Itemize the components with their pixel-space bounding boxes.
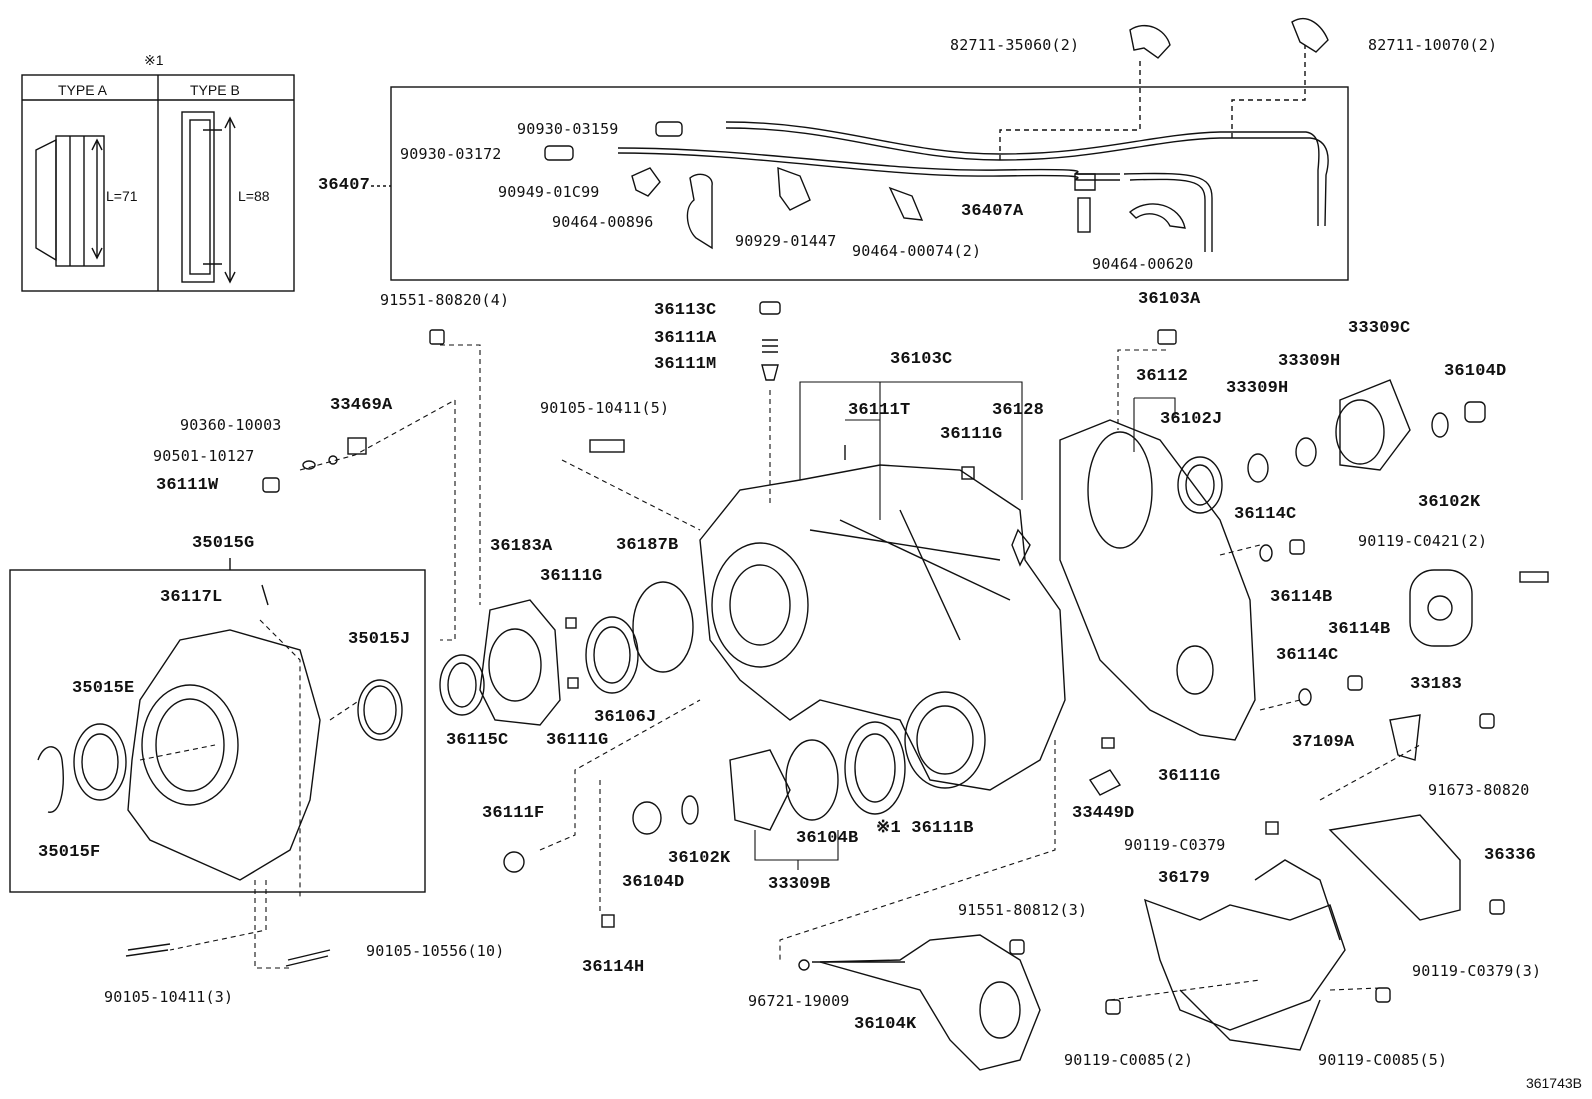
part-label: 33183 bbox=[1410, 675, 1463, 694]
part-label: 90105-10411(3) bbox=[104, 988, 234, 1006]
part-label: ※1 36111B bbox=[876, 819, 974, 838]
part-label: 36114B bbox=[1270, 588, 1333, 607]
part-label: 90119-C0421(2) bbox=[1358, 532, 1488, 550]
part-label: 90119-C0379 bbox=[1124, 836, 1226, 854]
part-label: 36102J bbox=[1160, 410, 1223, 429]
part-label: 36111W bbox=[156, 476, 219, 495]
part-label: 36111F bbox=[482, 804, 545, 823]
dashed-guides bbox=[139, 344, 1421, 1001]
part-label: 36179 bbox=[1158, 869, 1211, 888]
part-label: 91551-80820(4) bbox=[380, 291, 510, 309]
leader-lines bbox=[754, 381, 1176, 870]
part-label: 36114H bbox=[582, 958, 645, 977]
part-label: 35015F bbox=[38, 843, 101, 862]
part-label: 36407A bbox=[961, 202, 1024, 221]
part-label: 90929-01447 bbox=[735, 232, 837, 250]
part-label: 35015E bbox=[72, 679, 135, 698]
part-label: 36114C bbox=[1276, 646, 1339, 665]
inset-marker: ※1 bbox=[144, 52, 164, 68]
part-label: 90930-03172 bbox=[400, 145, 502, 163]
transfer-case-body bbox=[589, 301, 1066, 791]
part-label: 90949-01C99 bbox=[498, 183, 600, 201]
bolts bbox=[125, 943, 331, 967]
top-clips bbox=[1129, 17, 1329, 59]
part-label: 36115C bbox=[446, 731, 509, 750]
part-label: 91551-80812(3) bbox=[958, 901, 1088, 919]
part-label: 90930-03159 bbox=[517, 120, 619, 138]
part-label: 36103C bbox=[890, 350, 953, 369]
part-label: 90119-C0085(2) bbox=[1064, 1051, 1194, 1069]
extension-housing-group bbox=[9, 558, 426, 893]
part-label: 36104B bbox=[796, 829, 859, 848]
part-label: 91673-80820 bbox=[1428, 781, 1530, 799]
part-label: 36128 bbox=[992, 401, 1045, 420]
part-label: 36102K bbox=[668, 849, 731, 868]
part-label: 36117L bbox=[160, 588, 223, 607]
lower-components bbox=[503, 713, 1495, 928]
part-label: 36336 bbox=[1484, 846, 1537, 865]
part-label: 36104D bbox=[1444, 362, 1507, 381]
part-label: 96721-19009 bbox=[748, 992, 850, 1010]
part-label: 36114C bbox=[1234, 505, 1297, 524]
part-label: 90119-C0379(3) bbox=[1412, 962, 1542, 980]
part-label: 36111G bbox=[1158, 767, 1221, 786]
type-b-header: TYPE B bbox=[190, 82, 240, 98]
type-a-header: TYPE A bbox=[58, 82, 108, 98]
part-label: 36111G bbox=[540, 567, 603, 586]
part-label: 90105-10411(5) bbox=[540, 399, 670, 417]
part-label: 36183A bbox=[490, 537, 553, 556]
skid-guard bbox=[1105, 814, 1505, 1051]
part-label: 33309H bbox=[1278, 352, 1341, 371]
part-label: 90464-00074(2) bbox=[852, 242, 982, 260]
part-label: 36112 bbox=[1136, 367, 1189, 386]
part-label: 36111A bbox=[654, 329, 717, 348]
part-label: 33309B bbox=[768, 875, 831, 894]
part-label: 82711-10070(2) bbox=[1368, 36, 1498, 54]
part-label: 36407 bbox=[318, 176, 371, 195]
part-label: 33309H bbox=[1226, 379, 1289, 398]
part-label: 36111T bbox=[848, 401, 911, 420]
part-label: 37109A bbox=[1292, 733, 1355, 752]
front-components bbox=[262, 329, 694, 726]
rear-cover bbox=[1059, 329, 1549, 741]
type-a-length: L=71 bbox=[106, 188, 138, 204]
part-label: 36111G bbox=[546, 731, 609, 750]
part-label: 90464-00620 bbox=[1092, 255, 1194, 273]
part-label: 35015G bbox=[192, 534, 255, 553]
part-label: 33309C bbox=[1348, 319, 1411, 338]
part-label: 90464-00896 bbox=[552, 213, 654, 231]
part-label: 82711-35060(2) bbox=[950, 36, 1080, 54]
part-label: 36111M bbox=[654, 355, 717, 374]
part-label: 90360-10003 bbox=[180, 416, 282, 434]
part-label: 36106J bbox=[594, 708, 657, 727]
part-label: 36102K bbox=[1418, 493, 1481, 512]
seal-type-inset bbox=[21, 74, 295, 292]
type-b-length: L=88 bbox=[238, 188, 270, 204]
part-label: 36103A bbox=[1138, 290, 1201, 309]
diagram-reference-number: 361743B bbox=[1525, 1075, 1582, 1091]
part-label: 36111G bbox=[940, 425, 1003, 444]
part-label: 90501-10127 bbox=[153, 447, 255, 465]
part-label: 33449D bbox=[1072, 804, 1135, 823]
part-label: 36113C bbox=[654, 301, 717, 320]
part-label: 90119-C0085(5) bbox=[1318, 1051, 1448, 1069]
hose-kit-group bbox=[371, 45, 1349, 281]
part-label: 36104K bbox=[854, 1015, 917, 1034]
part-label: 35015J bbox=[348, 630, 411, 649]
part-label: 90105-10556(10) bbox=[366, 942, 505, 960]
part-label: 36104D bbox=[622, 873, 685, 892]
part-label: 36187B bbox=[616, 536, 679, 555]
bottom-cover-and-pipe bbox=[798, 934, 1041, 1071]
part-label: 33469A bbox=[330, 396, 393, 415]
part-label: 36114B bbox=[1328, 620, 1391, 639]
